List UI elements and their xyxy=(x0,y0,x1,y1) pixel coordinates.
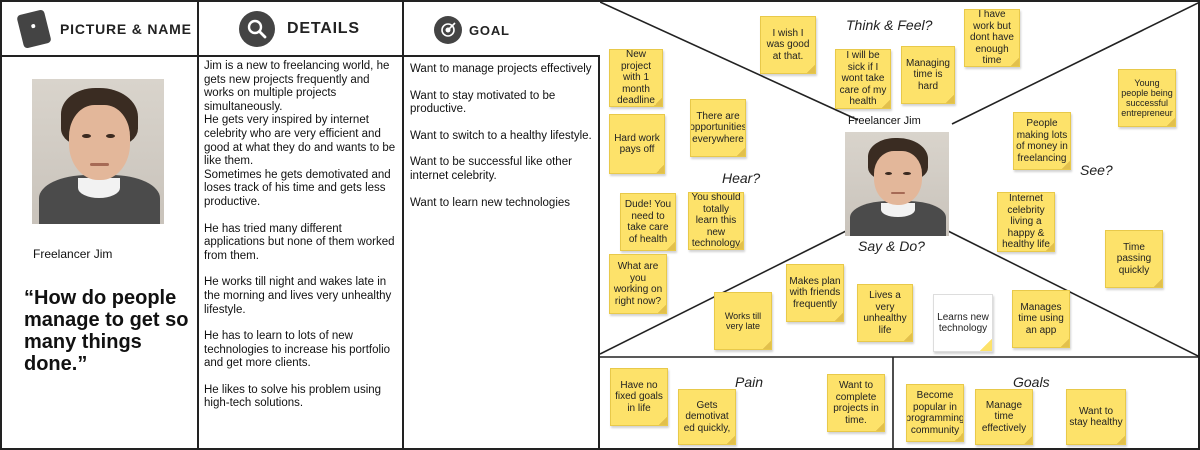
center-persona-name: Freelancer Jim xyxy=(848,115,921,127)
details-paragraph: He likes to solve his problem using high… xyxy=(204,383,382,410)
think-feel-label: Think & Feel? xyxy=(846,17,933,33)
sticky-note: Gets demotivat ed quickly, xyxy=(678,389,736,445)
goal-column: GOAL Want to manage projects effectively… xyxy=(404,2,600,448)
sticky-note: Become popular in programming community xyxy=(906,384,964,442)
sticky-note: New project with 1 month deadline xyxy=(609,49,663,107)
see-label: See? xyxy=(1080,162,1113,178)
sticky-note: There are opportunities everywhere xyxy=(690,99,746,157)
sticky-note: Managing time is hard xyxy=(901,46,955,104)
sticky-note: I will be sick if I wont take care of my… xyxy=(835,49,891,109)
persona-photo xyxy=(32,79,164,224)
sticky-note: Want to complete projects in time. xyxy=(827,374,885,432)
goal-title: GOAL xyxy=(469,23,510,38)
sticky-note: I have work but dont have enough time xyxy=(964,9,1020,67)
details-text: Jim is a new to freelancing world, he ge… xyxy=(204,60,400,424)
sticky-note: Manage time effectively xyxy=(975,389,1033,445)
sticky-note: Want to stay healthy xyxy=(1066,389,1126,445)
persona-name: Freelancer Jim xyxy=(33,247,113,261)
picture-name-title: PICTURE & NAME xyxy=(60,21,192,37)
sticky-note: Lives a very unhealthy life xyxy=(857,284,913,342)
sticky-note: People making lots of money in freelanci… xyxy=(1013,112,1071,170)
empathy-map-lines xyxy=(600,2,1198,448)
empathy-map: Think & Feel? Hear? See? Say & Do? Pain … xyxy=(600,0,1200,450)
details-column: DETAILS Jim is a new to freelancing worl… xyxy=(199,2,404,448)
sticky-note: You should totally learn this new techno… xyxy=(688,192,744,250)
sticky-note: Works till very late xyxy=(714,292,772,350)
details-paragraph: He has to learn to lots of new technolog… xyxy=(204,330,391,370)
sticky-note: Learns new technology xyxy=(933,294,993,352)
details-paragraph: Jim is a new to freelancing world, he ge… xyxy=(204,60,396,208)
hear-label: Hear? xyxy=(722,170,761,186)
details-header: DETAILS xyxy=(199,2,402,57)
sticky-note: Young people being successful entreprene… xyxy=(1118,69,1176,127)
goal-item: Want to be successful like other interne… xyxy=(410,156,572,182)
sticky-note: Internet celebrity living a happy & heal… xyxy=(997,192,1055,252)
sticky-note: Dude! You need to take care of health xyxy=(620,193,676,251)
magnifier-icon xyxy=(239,11,275,47)
tag-icon xyxy=(16,9,52,49)
sticky-note: What are you working on right now? xyxy=(609,254,667,314)
goal-item: Want to stay motivated to be productive. xyxy=(410,89,556,116)
picture-name-header: PICTURE & NAME xyxy=(2,2,197,57)
details-title: DETAILS xyxy=(287,20,360,37)
goal-item: Want to manage projects effectively xyxy=(410,63,592,75)
say-do-label: Say & Do? xyxy=(858,238,925,254)
sticky-note: Time passing quickly xyxy=(1105,230,1163,288)
details-paragraph: He has tried many different applications… xyxy=(204,222,395,262)
picture-name-column: PICTURE & NAME Freelancer Jim “How do pe… xyxy=(2,2,199,448)
sticky-note: Have no fixed goals in life xyxy=(610,368,668,426)
target-icon xyxy=(434,16,462,44)
details-paragraph: He works till night and wakes late in th… xyxy=(204,276,392,316)
goals-label: Goals xyxy=(1013,374,1050,390)
persona-quote: “How do people manage to get so many thi… xyxy=(24,287,189,375)
pain-label: Pain xyxy=(735,374,764,390)
goal-header: GOAL xyxy=(404,2,600,57)
goal-item: Want to learn new technologies xyxy=(410,196,571,209)
goals-text: Want to manage projects effectively Want… xyxy=(410,63,598,223)
sticky-note: I wish I was good at that. xyxy=(760,16,816,74)
goal-item: Want to switch to a healthy lifestyle. xyxy=(410,129,592,142)
persona-panel: PICTURE & NAME Freelancer Jim “How do pe… xyxy=(0,0,600,450)
center-persona-photo xyxy=(845,132,949,236)
sticky-note: Hard work pays off xyxy=(609,114,665,174)
sticky-note: Manages time using an app xyxy=(1012,290,1070,348)
sticky-note: Makes plan with friends frequently xyxy=(786,264,844,322)
